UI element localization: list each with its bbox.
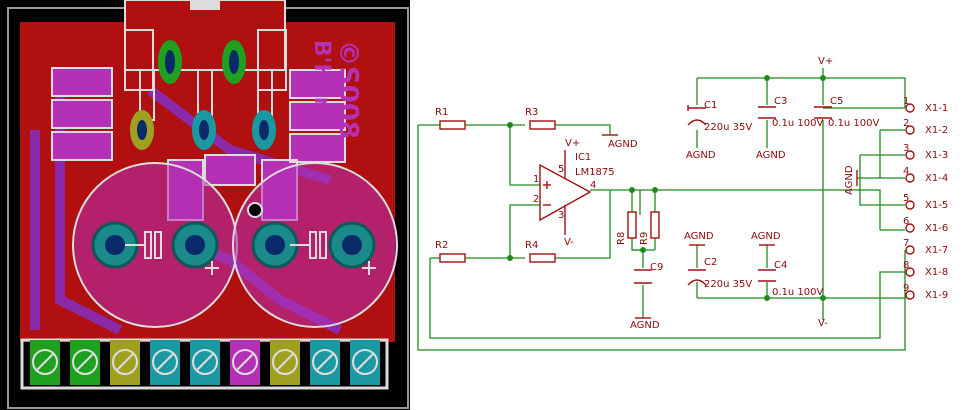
label-r4: R4 [525,240,538,251]
label-agnd-c1: AGND [686,150,716,161]
terminal-x1-3: 3 X1-3 [903,143,948,161]
svg-text:4: 4 [903,166,909,177]
terminal-x1-4: 4 X1-4 [903,166,948,184]
svg-text:6: 6 [903,216,909,227]
svg-text:X1-8: X1-8 [925,267,948,278]
resistor-r2 [439,253,466,263]
label-agnd-c2: AGND [684,231,714,242]
svg-text:X1-5: X1-5 [925,200,948,211]
resistor-r9 [650,211,660,239]
silkscreen-text: ©S008 [333,40,363,139]
through-hole-pad [91,221,376,269]
label-c4: C4 [774,260,787,271]
ic-tab-outline [124,0,286,71]
capacitor-c1 [687,105,707,126]
label-ic1-value: LM1875 [575,167,615,178]
capacitor-c2 [687,269,707,286]
svg-text:7: 7 [903,238,909,249]
svg-text:X1-9: X1-9 [925,290,948,301]
svg-text:X1-2: X1-2 [925,125,948,136]
label-agnd-c4: AGND [751,231,781,242]
svg-text:X1-4: X1-4 [925,173,948,184]
terminal-x1-7: 7 X1-7 [903,238,948,256]
pin-3: 3 [558,210,564,221]
svg-text:X1-1: X1-1 [925,103,948,114]
pin-1: 1 [533,174,539,185]
capacitor-c4 [758,269,776,282]
svg-text:X1-6: X1-6 [925,223,948,234]
capacitor-c5 [814,106,832,119]
svg-text:X1-3: X1-3 [925,150,948,161]
label-agnd-c9: AGND [630,320,660,331]
pin-5: 5 [558,164,564,175]
net-wires [417,68,906,351]
capacitor-c3 [758,106,776,119]
pin-2: 2 [533,194,539,205]
label-c3-value: 0.1u 100V [772,118,824,129]
svg-text:8: 8 [903,260,909,271]
label-c2: C2 [704,257,717,268]
junction-dots [507,75,826,301]
label-r1: R1 [435,107,448,118]
label-agnd-connector: AGND [844,165,855,195]
label-r9: R9 [639,232,650,245]
capacitor-c9 [634,269,652,284]
svg-text:3: 3 [903,143,909,154]
svg-text:9: 9 [903,283,909,294]
terminal-x1-6: 6 X1-6 [903,216,948,234]
label-c3: C3 [774,96,787,107]
svg-text:5: 5 [903,193,909,204]
label-c9: C9 [650,262,663,273]
label-r3: R3 [525,107,538,118]
resistor-r3 [529,120,556,130]
label-c5-value: 0.1u 100V [828,118,880,129]
label-ic1: IC1 [575,152,591,163]
svg-text:2: 2 [903,118,909,129]
resistor-r4 [529,253,556,263]
terminal-x1-2: 2 X1-2 [903,118,948,136]
resistor-r8 [627,211,637,239]
label-r2: R2 [435,240,448,251]
label-c2-value: 220u 35V [704,279,752,290]
terminal-x1-5: 5 X1-5 [903,193,948,211]
pcb-board-view: ©S008 B'Hant [0,0,410,410]
label-vplus-ic1: V+ [565,138,580,149]
label-vplus-top: V+ [818,56,833,67]
pin-4: 4 [590,180,596,191]
label-r8: R8 [616,232,627,245]
smd-pad [52,68,112,96]
svg-text:X1-7: X1-7 [925,245,948,256]
label-agnd-c3: AGND [756,150,786,161]
label-vminus-ic1: V- [564,237,574,248]
silkscreen-text-2: B'Hant [309,40,334,123]
terminal-x1-9: 9 X1-9 [903,283,948,301]
opamp-ic1 [539,150,592,235]
label-c4-value: 0.1u 100V [772,287,824,298]
label-vminus-bottom: V- [818,318,828,329]
svg-text:1: 1 [903,96,909,107]
connector-x1: 1 X1-1 2 X1-2 3 X1-3 4 X1-4 5 X1-5 [903,96,948,301]
label-c5: C5 [830,96,843,107]
terminal-x1-8: 8 X1-8 [903,260,948,278]
label-agnd-r3: AGND [608,139,638,150]
resistor-r1 [439,120,466,130]
label-c1: C1 [704,100,717,111]
schematic-view: R1 R3 R2 R4 R8 R9 C9 AGND IC1 LM1875 [417,56,948,351]
label-c1-value: 220u 35V [704,122,752,133]
terminal-x1-1: 1 X1-1 [903,96,948,114]
